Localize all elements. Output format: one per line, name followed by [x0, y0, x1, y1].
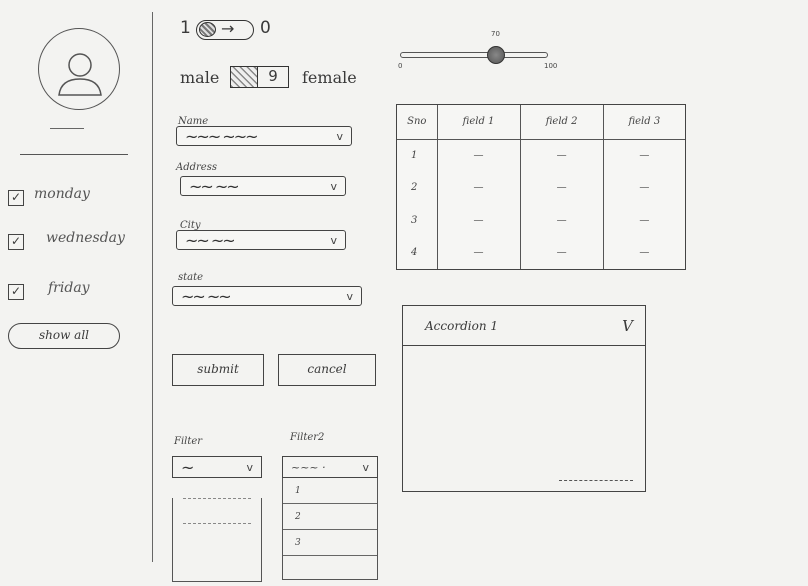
state-value: ~~ ~~	[181, 286, 232, 306]
filter2-list[interactable]: 1 2 3	[282, 478, 378, 580]
slider-track[interactable]	[400, 52, 548, 58]
toggle-left-value: 1	[180, 18, 191, 38]
accordion-footer-line	[559, 480, 633, 481]
filter1-label: Filter	[174, 436, 203, 447]
checkbox-monday[interactable]: ✓	[8, 190, 24, 206]
profile-name-placeholder	[50, 128, 84, 129]
checkbox-friday[interactable]: ✓	[8, 284, 24, 300]
city-value: ~~ ~~	[185, 230, 236, 250]
gender-female-label: female	[302, 68, 357, 87]
table-cell: —	[520, 204, 604, 237]
city-label: City	[180, 220, 201, 231]
table-cell: 1	[397, 139, 438, 172]
name-label: Name	[178, 116, 209, 127]
column-divider	[152, 12, 153, 562]
checkbox-label-monday: monday	[34, 186, 90, 202]
slider-max-label: 100	[544, 62, 558, 70]
address-select[interactable]: ~~ ~~ v	[180, 176, 346, 196]
checkbox-wednesday[interactable]: ✓	[8, 234, 24, 250]
chevron-down-icon: v	[330, 233, 337, 247]
accordion-title: Accordion 1	[425, 318, 498, 333]
filter1-dropdown[interactable]: ~ v	[172, 456, 262, 582]
table-row[interactable]: 4 — — —	[397, 236, 685, 269]
list-item[interactable]: 3	[283, 530, 377, 556]
toggle-switch[interactable]: →	[196, 19, 254, 40]
column-header-field1[interactable]: field 1	[437, 105, 521, 140]
chevron-down-icon: v	[246, 460, 253, 474]
chevron-down-icon: v	[346, 289, 353, 303]
accordion-body	[403, 346, 645, 491]
list-item[interactable]: 2	[283, 504, 377, 530]
column-header-field3[interactable]: field 3	[603, 105, 685, 140]
user-icon	[58, 53, 102, 96]
chevron-down-icon: v	[362, 460, 369, 474]
table-cell: —	[639, 182, 650, 194]
chevron-down-icon[interactable]: V	[622, 316, 633, 335]
chevron-down-icon: v	[336, 129, 343, 143]
table-cell: —	[639, 247, 650, 259]
gender-segment-female[interactable]: 9	[257, 66, 289, 88]
table-cell: —	[437, 171, 521, 204]
name-value: ~~~ ~~~	[185, 126, 259, 146]
data-table: Sno field 1 field 2 field 3 1 — — — 2 — …	[396, 104, 686, 270]
table-header-row: Sno field 1 field 2 field 3	[397, 105, 685, 140]
table-cell: —	[520, 171, 604, 204]
state-select[interactable]: ~~ ~~ v	[172, 286, 362, 306]
address-label: Address	[176, 162, 217, 173]
checkbox-label-friday: friday	[48, 280, 90, 296]
slider-thumb[interactable]	[487, 46, 505, 64]
slider-value-label: 70	[491, 30, 500, 38]
address-value: ~~ ~~	[189, 176, 240, 196]
submit-button[interactable]: submit	[172, 354, 264, 386]
table-cell: 3	[397, 204, 438, 237]
table-cell: 2	[397, 171, 438, 204]
table-cell: —	[520, 139, 604, 172]
toggle-knob[interactable]	[199, 22, 216, 37]
table-cell: —	[639, 150, 650, 161]
table-cell: —	[639, 214, 650, 226]
table-row[interactable]: 3 — — —	[397, 204, 685, 237]
table-row[interactable]: 1 — — —	[397, 139, 685, 172]
accordion: Accordion 1 V	[402, 305, 646, 492]
toggle-right-value: 0	[260, 18, 271, 38]
filter2-label: Filter2	[290, 432, 325, 443]
table-cell: —	[437, 236, 521, 269]
gender-male-label: male	[180, 68, 220, 87]
cancel-button[interactable]: cancel	[278, 354, 376, 386]
table-cell: —	[437, 139, 521, 172]
filter1-select[interactable]: ~ v	[172, 456, 262, 478]
list-item[interactable]	[183, 523, 251, 524]
filter2-select[interactable]: ~~~ · v	[282, 456, 378, 478]
column-header-sno[interactable]: Sno	[397, 105, 438, 140]
city-select[interactable]: ~~ ~~ v	[176, 230, 346, 250]
chevron-down-icon: v	[330, 179, 337, 193]
state-label: state	[178, 272, 204, 283]
checkbox-label-wednesday: wednesday	[46, 230, 125, 246]
filter1-list[interactable]	[172, 498, 262, 582]
list-item[interactable]	[183, 498, 251, 499]
sidebar-divider	[20, 154, 128, 155]
arrow-right-icon: →	[221, 19, 235, 38]
list-item[interactable]: 1	[283, 478, 377, 504]
table-cell: —	[520, 236, 604, 269]
slider-min-label: 0	[398, 62, 403, 70]
gender-segment-male[interactable]	[230, 66, 258, 88]
table-cell: 4	[397, 236, 438, 269]
column-header-field2[interactable]: field 2	[520, 105, 604, 140]
table-row[interactable]: 2 — — —	[397, 171, 685, 204]
filter2-dropdown[interactable]: ~~~ · v 1 2 3	[282, 456, 378, 580]
accordion-header[interactable]: Accordion 1 V	[403, 306, 645, 346]
avatar[interactable]	[38, 28, 120, 110]
show-all-button[interactable]: show all	[8, 323, 120, 349]
table-cell: —	[437, 204, 521, 237]
name-select[interactable]: ~~~ ~~~ v	[176, 126, 352, 146]
filter1-value: ~	[181, 457, 194, 477]
filter2-value: ~~~ ·	[291, 460, 326, 474]
